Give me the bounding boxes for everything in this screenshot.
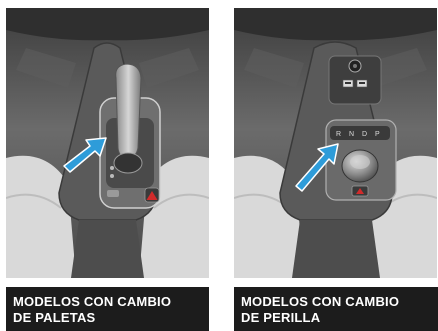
gear-letter-p: P (375, 131, 380, 138)
hazard-warning-icon[interactable] (351, 185, 369, 197)
gear-letter-r: R (336, 131, 341, 138)
shift-lever (115, 63, 142, 159)
left-seat (6, 155, 76, 278)
paddle-shift-illustration (6, 8, 209, 278)
usb-port-icon (342, 79, 368, 88)
caption-paddle-shift-text: MODELOS CON CAMBIO DE PALETAS (13, 294, 172, 325)
gear-letter-d: D (362, 131, 367, 138)
blue-arrow-icon (295, 143, 339, 192)
hazard-warning-icon[interactable] (144, 187, 160, 203)
blue-arrow-icon (63, 137, 107, 173)
gear-letter-n: N (349, 131, 354, 138)
caption-knob-shift: MODELOS CON CAMBIO DE PERILLA (234, 287, 438, 331)
power-outlet-icon (348, 59, 362, 73)
caption-paddle-shift: MODELOS CON CAMBIO DE PALETAS (6, 287, 209, 331)
knob-shift-illustration: R N D P (234, 8, 437, 278)
caption-knob-shift-text: MODELOS CON CAMBIO DE PERILLA (241, 294, 400, 325)
